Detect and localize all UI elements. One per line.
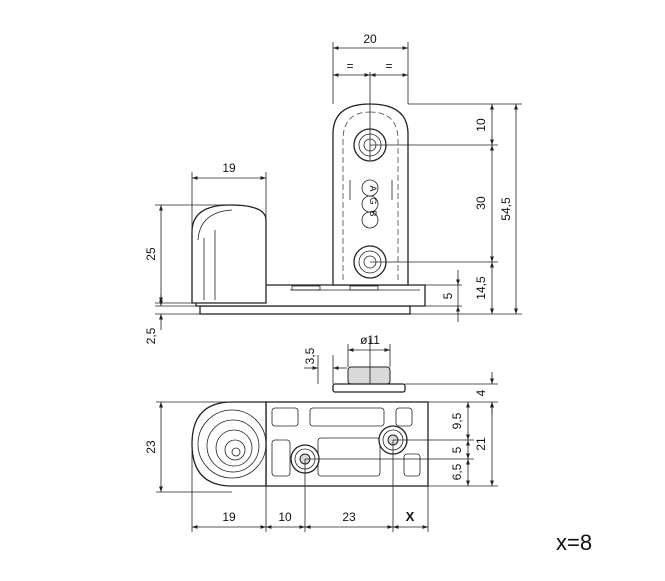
knob-bumper — [191, 204, 267, 304]
agb-logo: AGB — [361, 179, 379, 229]
base-plate — [199, 305, 411, 315]
dim-h-5-top: 5 — [450, 446, 464, 453]
dim-w-23: 23 — [342, 510, 356, 524]
x-value-note: x=8 — [556, 530, 592, 555]
dim-base-thickness: 2,5 — [144, 327, 158, 344]
dim-eq-right: = — [385, 59, 392, 73]
dim-pin-diameter: ø11 — [360, 333, 380, 347]
front-view: AGB 20 = = 10 30 14,5 — [144, 32, 522, 344]
dim-w-10: 10 — [278, 510, 292, 524]
dim-h-14-5: 14,5 — [474, 276, 488, 300]
dim-top-width: 20 = = — [332, 32, 409, 104]
dim-h-4: 4 — [474, 389, 488, 396]
dim-w-x: X — [406, 509, 415, 524]
dim-h-23: 23 — [144, 440, 158, 454]
dim-h-21: 21 — [474, 437, 488, 451]
top-view: ø11 3,5 4 9,5 5 6,5 21 23 19 10 23 X — [144, 333, 498, 532]
dim-w-19: 19 — [222, 510, 236, 524]
knob-top — [191, 401, 267, 487]
dim-h-10: 10 — [474, 118, 488, 132]
dim-knob-width: 19 — [222, 161, 236, 175]
dim-h-5-front: 5 — [441, 292, 455, 299]
dim-h-total: 54,5 — [499, 197, 513, 221]
top-pin — [347, 366, 391, 385]
dim-h-6-5: 6,5 — [450, 463, 464, 480]
dim-h-30: 30 — [474, 196, 488, 210]
logo-text: AGB — [368, 185, 378, 222]
dim-knob-height: 25 — [144, 247, 158, 261]
dim-eq-left: = — [346, 59, 353, 73]
dim-h-9-5: 9,5 — [450, 412, 464, 429]
dim-width-top: 20 — [363, 32, 377, 46]
dim-pin-offset: 3,5 — [303, 347, 317, 364]
